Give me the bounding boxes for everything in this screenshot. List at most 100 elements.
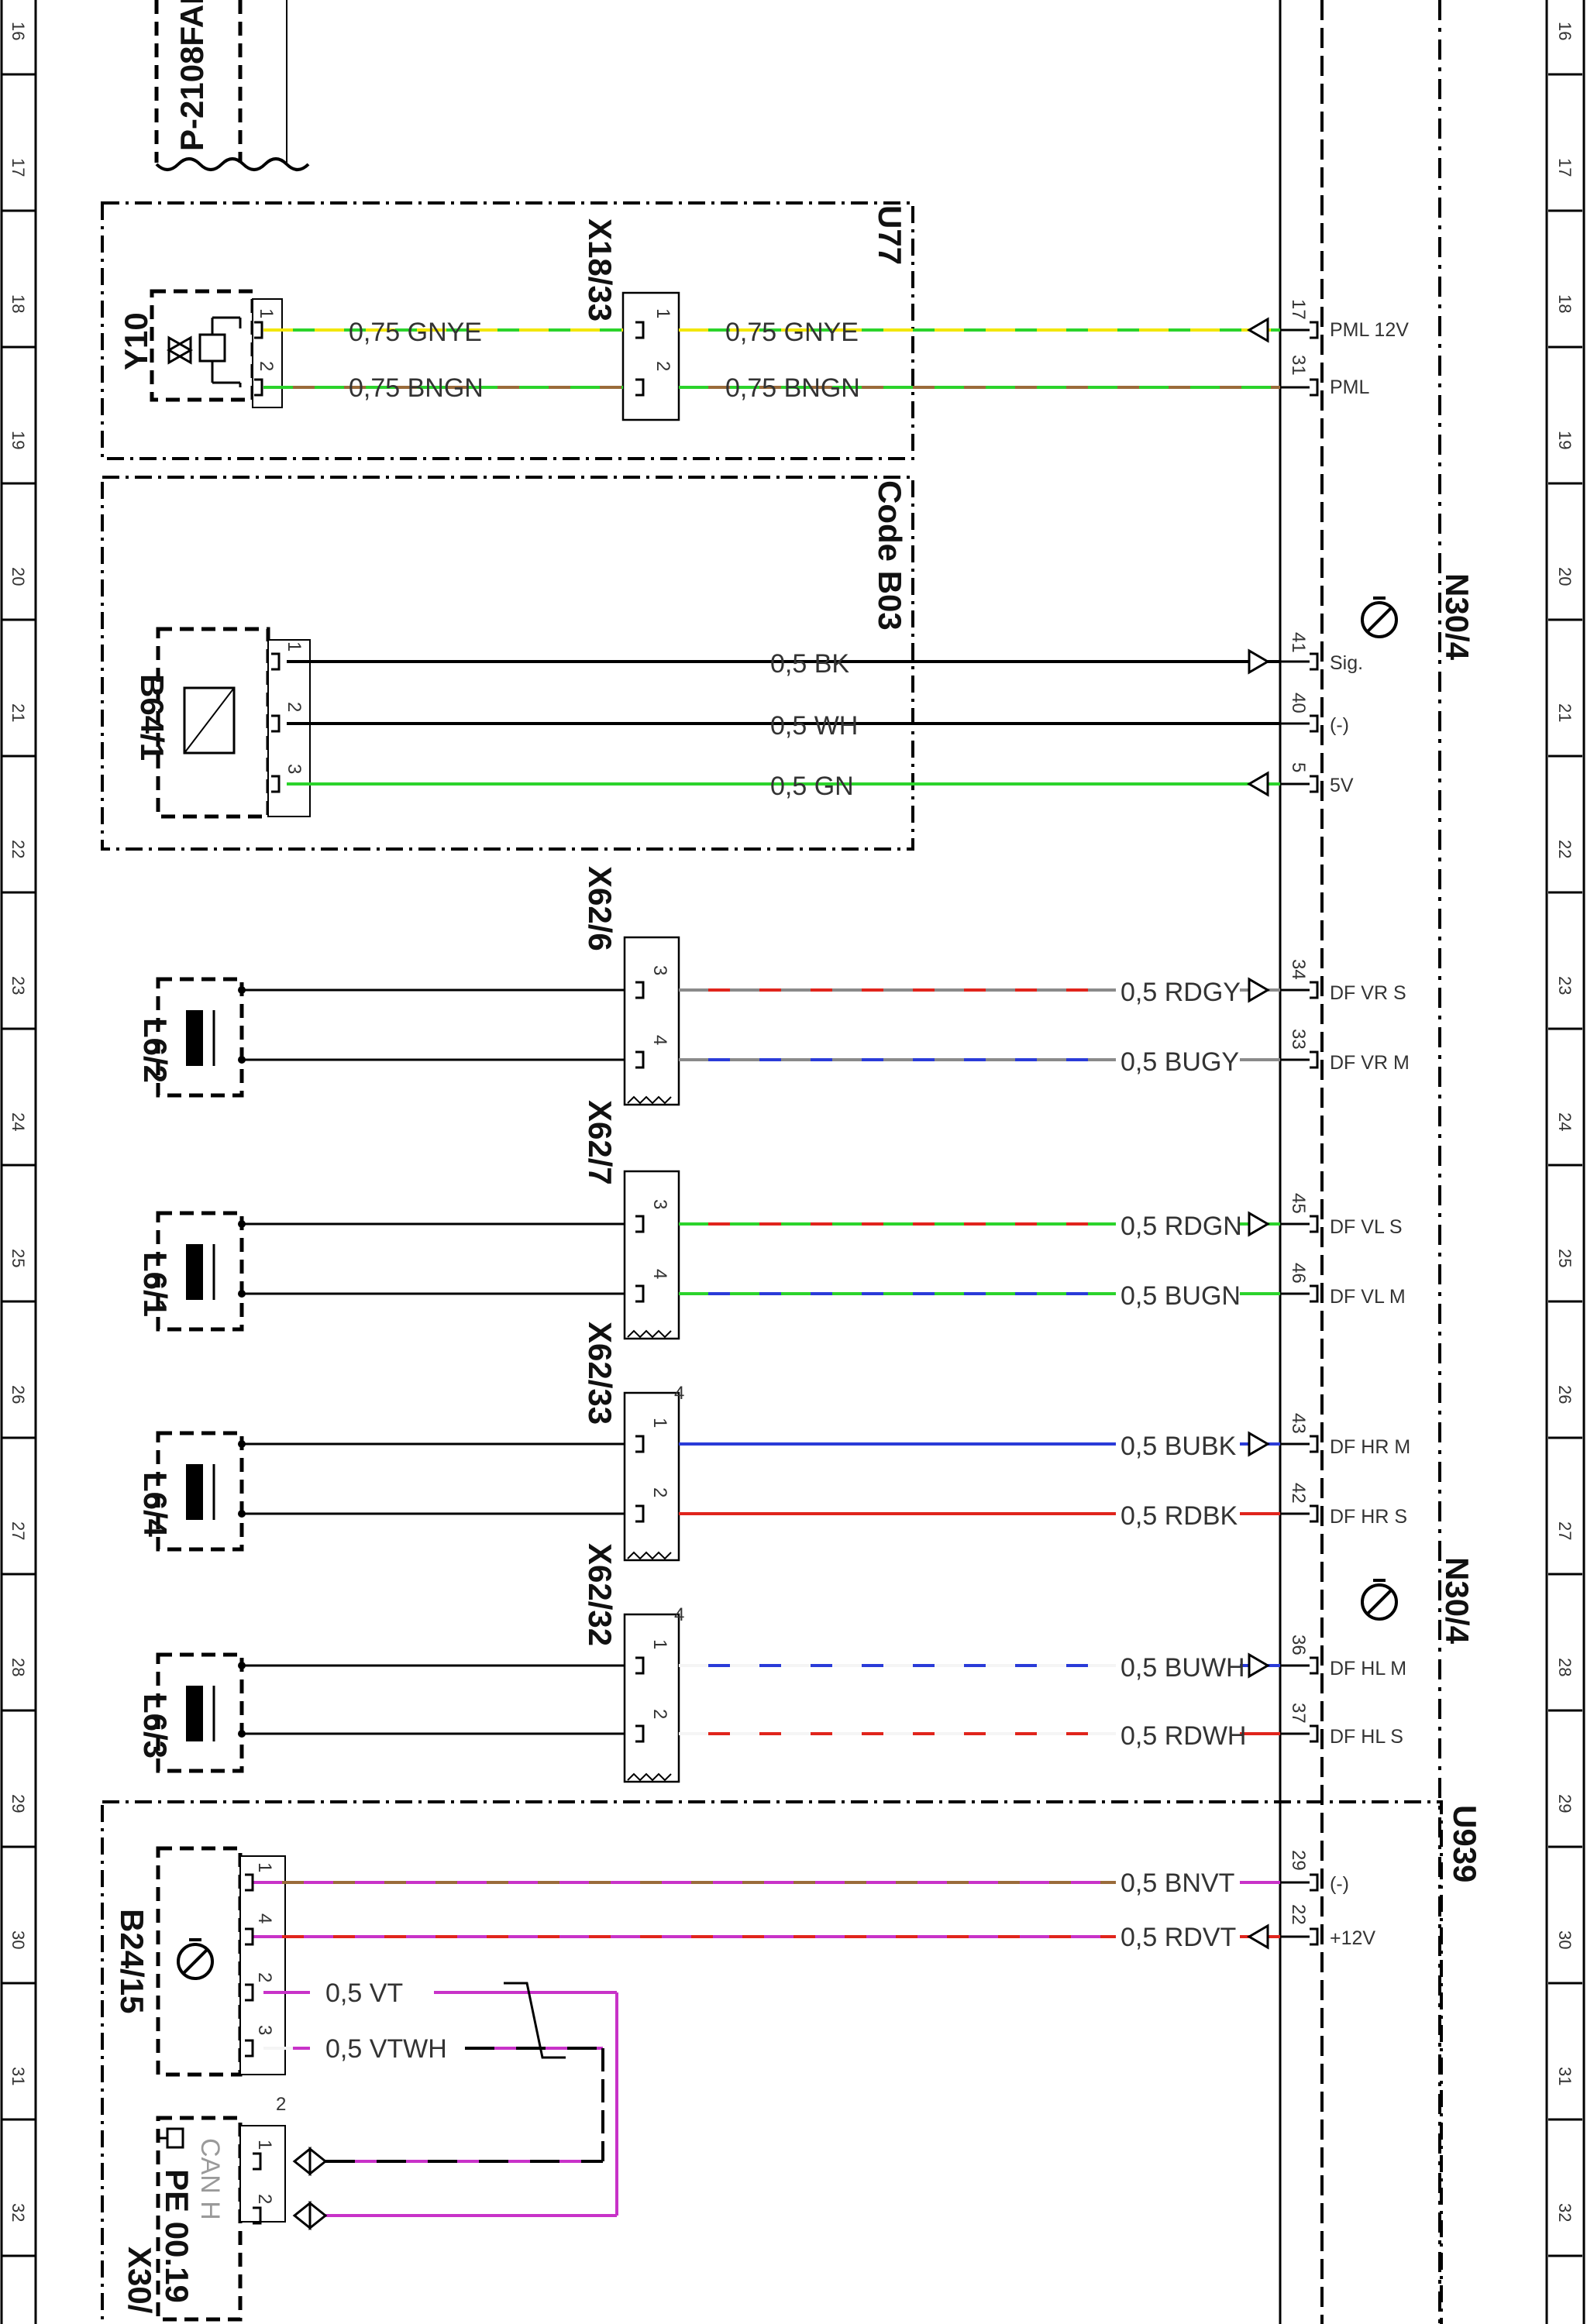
grid-number: 24 — [1555, 1112, 1575, 1131]
b64-1-label: B64/1 — [134, 674, 170, 761]
ecu-pin-stub — [1310, 1724, 1319, 1743]
ecu-pin-stub — [1310, 714, 1319, 733]
coil-core — [186, 1464, 203, 1520]
ecu-fn-12v: +12V — [1330, 1927, 1375, 1949]
pin-stub — [271, 652, 281, 671]
ecu-pin-stub — [1310, 378, 1319, 397]
ecu-fn-sig: Sig. — [1330, 652, 1363, 674]
x62-connector-label: X62/32 — [582, 1543, 618, 1646]
coil-label: L6/1 — [137, 1252, 174, 1317]
coil-core — [186, 1686, 203, 1741]
x62-7-pin-4: 4 — [649, 1269, 670, 1279]
grid-number: 19 — [9, 431, 28, 449]
ecu-pin-43: 43 — [1288, 1413, 1309, 1434]
ecu-pin-stub — [1310, 1435, 1319, 1453]
u77-group-box — [101, 201, 914, 460]
wire-label-w8: 0,5 RDGN — [1121, 1212, 1242, 1241]
x18-pin-1: 1 — [652, 308, 673, 318]
connector-break — [627, 1095, 672, 1105]
ecu-pin-40: 40 — [1288, 693, 1309, 713]
x62-connector-label: X62/6 — [582, 866, 618, 951]
ecu-pin-stub — [1310, 1050, 1319, 1069]
grid-number: 27 — [9, 1521, 28, 1540]
pin-stub — [635, 1215, 645, 1233]
grid-number: 20 — [1555, 567, 1575, 586]
grid-number: 16 — [1555, 22, 1575, 40]
b24-pin-3: 3 — [254, 2025, 275, 2035]
wire-label-w7: 0,5 BUGY — [1121, 1047, 1239, 1077]
grid-number: 32 — [1555, 2203, 1575, 2222]
b24-15-label: B24/15 — [114, 1909, 150, 2013]
abs-sensor-icon — [1361, 1579, 1398, 1621]
n30-4-lower-label: N30/4 — [1439, 1557, 1475, 1645]
wire-label-w2b: 0,75 BNGN — [725, 373, 860, 403]
grid-number: 18 — [1555, 294, 1575, 313]
ecu-arrow — [1247, 771, 1269, 797]
wire-label-w15: 0,5 RDVT — [1121, 1923, 1236, 1952]
junction-dot — [238, 1290, 246, 1298]
grid-number: 30 — [1555, 1930, 1575, 1949]
x62-connector-label: X62/33 — [582, 1322, 618, 1425]
junction-dot — [238, 1056, 246, 1064]
ecu-pin-36: 36 — [1288, 1635, 1309, 1655]
grid-number: 17 — [1555, 158, 1575, 177]
wire-label-w1a: 0,75 GNYE — [349, 318, 482, 347]
junction-dot — [238, 1730, 246, 1738]
x62-33-pin-1: 1 — [649, 1418, 670, 1428]
n30-4-upper-label: N30/4 — [1439, 573, 1475, 661]
coil-housing — [156, 977, 244, 1098]
grid-number: 25 — [9, 1249, 28, 1267]
x62-6-pin-4: 4 — [649, 1035, 670, 1045]
ecu-arrow — [1248, 1431, 1270, 1457]
wire-label-w1b: 0,75 GNYE — [725, 318, 859, 347]
b64-1-sensor: B64/1 — [134, 627, 311, 819]
x18-33-connector: X18/33 — [582, 218, 680, 421]
wire-label-w11: 0,5 RDBK — [1121, 1501, 1238, 1531]
grid-number: 31 — [9, 2067, 28, 2085]
ecu-pin-numbers: 17 31 41 40 5 34 33 45 46 43 42 36 37 29… — [1288, 299, 1309, 1925]
coil-label: L6/2 — [137, 1018, 174, 1083]
y10-valve: Y10 — [118, 289, 283, 408]
ecu-pin-17: 17 — [1288, 299, 1309, 320]
ecu-fn-dfvrs: DF VR S — [1330, 982, 1406, 1004]
ecu-pin-31: 31 — [1288, 355, 1309, 376]
ecu-pin-stub — [1310, 1215, 1319, 1233]
wire-label-w13: 0,5 RDWH — [1121, 1721, 1246, 1751]
ecu-fn-pml12: PML 12V — [1330, 319, 1409, 341]
pin-stub — [635, 321, 645, 339]
ecu-fn-dfvlm: DF VL M — [1330, 1286, 1406, 1308]
pin-stub — [271, 714, 281, 733]
x62-7-pin-3: 3 — [649, 1199, 670, 1209]
b24-pin-4: 4 — [254, 1913, 275, 1923]
wire-label-w6: 0,5 RDGY — [1121, 978, 1241, 1007]
ecu-fn-pml: PML — [1330, 376, 1370, 398]
pin-stub — [635, 1656, 645, 1675]
can-plug-connector — [292, 2146, 328, 2177]
y10-pin-2: 2 — [256, 361, 277, 371]
coil-housing — [156, 1652, 244, 1773]
grid-ticks — [2, 73, 1582, 2257]
grid-number: 28 — [1555, 1658, 1575, 1676]
pin-stub — [271, 775, 281, 793]
ecu-pin-45: 45 — [1288, 1193, 1309, 1214]
ecu-pin-stub — [1310, 1927, 1319, 1946]
pin-stub — [635, 1724, 645, 1743]
grid-number: 27 — [1555, 1521, 1575, 1540]
wire-label-w14: 0,5 BNVT — [1121, 1868, 1234, 1898]
coil-core — [186, 1244, 203, 1300]
ecu-pin-33: 33 — [1288, 1029, 1309, 1050]
x62-connector-body — [623, 1391, 680, 1562]
u77-label: U77 — [872, 205, 908, 265]
x62-connector-body — [623, 936, 680, 1106]
ecu-arrow — [1247, 1923, 1269, 1950]
x62-33-pin-2: 2 — [649, 1487, 670, 1497]
pin-stub — [635, 981, 645, 999]
junction-dot — [238, 986, 246, 994]
grid-number: 28 — [9, 1658, 28, 1676]
top-partial-label: P-2108FAH — [174, 0, 210, 151]
grid-number: 21 — [1555, 703, 1575, 722]
pin-stub — [245, 1927, 254, 1946]
wire-label-w2a: 0,75 BNGN — [349, 373, 484, 403]
